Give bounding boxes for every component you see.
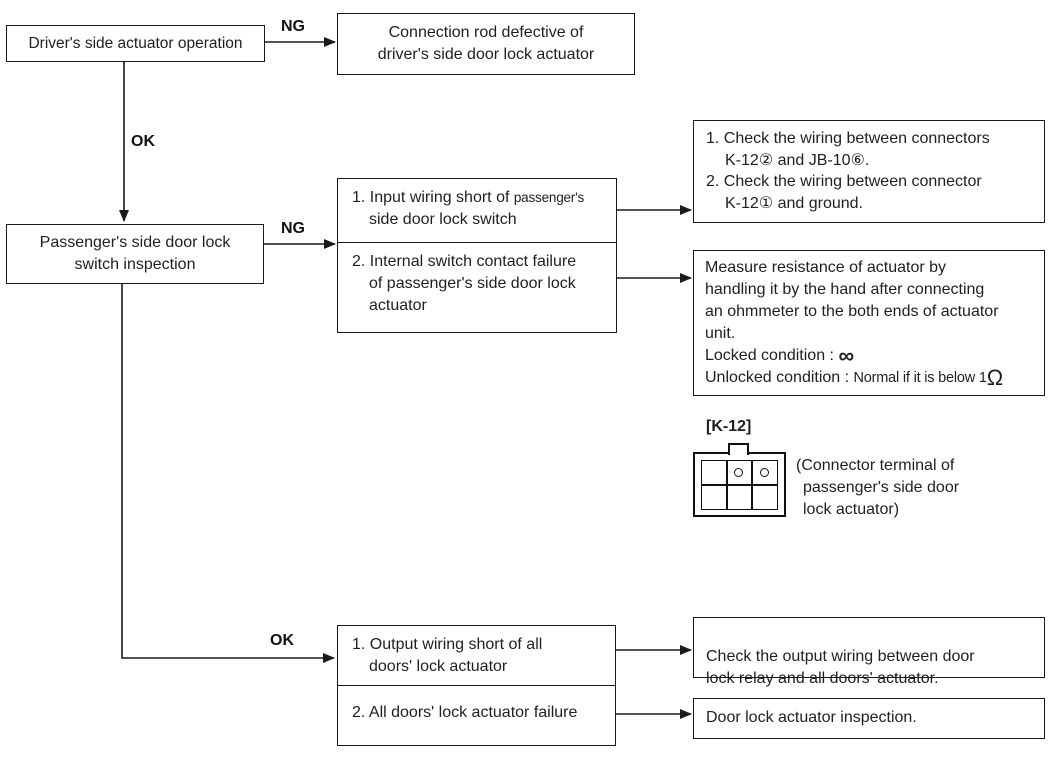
causes-ng-box: 1. Input wiring short of passenger's sid… bbox=[337, 178, 617, 333]
ng-label-2: NG bbox=[281, 220, 305, 237]
arrow-ok-branch bbox=[121, 284, 335, 663]
cause-internal-switch-failure-line1: 2. Internal switch contact failure bbox=[352, 253, 577, 270]
cause-input-wiring-short-line1: 1. Input wiring short of passenger's bbox=[352, 189, 585, 206]
ok-label-1: OK bbox=[131, 133, 155, 150]
cause-internal-switch-failure-line2: of passenger's side door lock bbox=[369, 275, 576, 292]
action-output-wiring-text: Check the output wiring between door loc… bbox=[706, 648, 975, 687]
action-check-wiring-line4: K-12① and ground. bbox=[725, 194, 863, 212]
infinity-symbol: ∞ bbox=[838, 343, 855, 368]
connector-caption-line3: lock actuator) bbox=[803, 501, 900, 518]
action-check-wiring-box: 1. Check the wiring between connectors K… bbox=[693, 120, 1045, 223]
measure-line1: Measure resistance of actuator by bbox=[705, 259, 947, 276]
cause-output-wiring-short-line1: 1. Output wiring short of all bbox=[352, 636, 543, 653]
action-output-wiring-box: Check the output wiring between door loc… bbox=[693, 617, 1045, 687]
measure-unlocked-condition: Unlocked condition : Normal if it is bel… bbox=[705, 365, 1004, 390]
action-actuator-inspection-box: Door lock actuator inspection. bbox=[693, 698, 1045, 739]
connector-caption-line2: passenger's side door bbox=[803, 479, 960, 496]
action-actuator-inspection-text: Door lock actuator inspection. bbox=[706, 709, 917, 726]
ng-label-1: NG bbox=[281, 18, 305, 35]
action-check-wiring-line2: K-12② and JB-10⑥. bbox=[725, 151, 870, 169]
measure-line2: handling it by the hand after connecting bbox=[705, 281, 985, 298]
cause-all-doors-actuator-failure: 2. All doors' lock actuator failure bbox=[338, 686, 615, 745]
result-connection-rod-defective-text: Connection rod defective of driver's sid… bbox=[377, 24, 595, 63]
measure-locked-condition: Locked condition : ∞ bbox=[705, 343, 855, 368]
measure-line4: unit. bbox=[705, 325, 736, 342]
cause-input-wiring-short-line2: side door lock switch bbox=[369, 211, 517, 228]
cause-internal-switch-failure-line3: actuator bbox=[369, 297, 427, 314]
cause-output-wiring-short-line2: doors' lock actuator bbox=[369, 658, 508, 675]
step-passenger-switch-inspection-text: Passenger's side door lock switch inspec… bbox=[39, 234, 231, 273]
causes-ok-box: 1. Output wiring short of all doors' loc… bbox=[337, 625, 616, 746]
connector-caption-line1: (Connector terminal of bbox=[796, 457, 955, 474]
step-passenger-switch-inspection: Passenger's side door lock switch inspec… bbox=[6, 224, 264, 284]
connector-title: [K-12] bbox=[706, 418, 752, 435]
omega-symbol: Ω bbox=[986, 365, 1004, 390]
connector-terminal-pin-2 bbox=[734, 468, 743, 477]
action-measure-resistance-box: Measure resistance of actuator by handli… bbox=[693, 250, 1045, 396]
cause-internal-switch-failure: 2. Internal switch contact failure of pa… bbox=[338, 243, 616, 332]
connector-caption: (Connector terminal of passenger's side … bbox=[796, 455, 959, 521]
connector-grid-row-divider bbox=[701, 484, 778, 486]
cause-input-wiring-short: 1. Input wiring short of passenger's sid… bbox=[338, 179, 616, 243]
step-driver-actuator-operation: Driver's side actuator operation bbox=[6, 25, 265, 62]
measure-line3: an ohmmeter to the both ends of actuator bbox=[705, 303, 999, 320]
cause-all-doors-actuator-failure-text: 2. All doors' lock actuator failure bbox=[352, 704, 578, 721]
cause-output-wiring-short: 1. Output wiring short of all doors' loc… bbox=[338, 626, 615, 686]
ok-label-2: OK bbox=[270, 632, 294, 649]
step-driver-actuator-operation-text: Driver's side actuator operation bbox=[28, 34, 243, 52]
action-check-wiring-line3: 2. Check the wiring between connector bbox=[706, 173, 982, 190]
result-connection-rod-defective: Connection rod defective of driver's sid… bbox=[337, 13, 635, 75]
cause-input-wiring-small-text: passenger's bbox=[513, 190, 585, 205]
action-check-wiring-line1: 1. Check the wiring between connectors bbox=[706, 130, 990, 147]
connector-terminal-pin-1 bbox=[760, 468, 769, 477]
connector-tab bbox=[728, 443, 749, 455]
